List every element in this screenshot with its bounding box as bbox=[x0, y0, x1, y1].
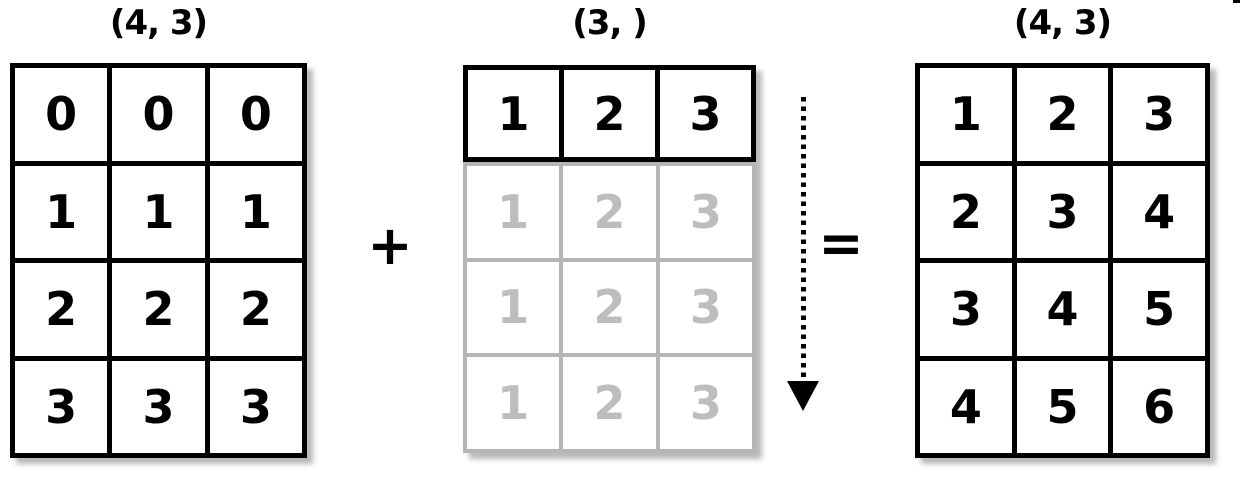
matrix-cell: 5 bbox=[1016, 360, 1109, 453]
matrix-cell: 2 bbox=[920, 165, 1012, 258]
matrix-cell: 1 bbox=[209, 165, 302, 258]
right-matrix: 1 2 3 2 3 4 3 4 5 4 5 6 bbox=[915, 63, 1210, 458]
matrix-cell: 1 bbox=[112, 165, 205, 258]
broadcast-cell: 1 bbox=[467, 357, 560, 449]
broadcast-cell: 2 bbox=[563, 261, 656, 354]
matrix-cell: 2 bbox=[1016, 68, 1109, 161]
matrix-cell: 0 bbox=[112, 68, 205, 161]
matrix-cell: 2 bbox=[564, 70, 655, 157]
matrix-cell: 3 bbox=[660, 70, 751, 157]
broadcast-cell: 3 bbox=[659, 166, 752, 258]
corner-artifact bbox=[1233, 0, 1240, 3]
left-matrix-shape-label: (4, 3) bbox=[109, 3, 208, 43]
matrix-cell: 3 bbox=[15, 360, 108, 453]
matrix-cell: 3 bbox=[112, 360, 205, 453]
left-matrix: 0 0 0 1 1 1 2 2 2 3 3 3 bbox=[10, 63, 307, 458]
matrix-cell: 3 bbox=[1016, 165, 1109, 258]
middle-matrix: 1 2 3 1 2 3 1 2 3 1 2 3 bbox=[463, 65, 756, 453]
broadcast-arrow-line bbox=[801, 97, 806, 383]
matrix-cell: 3 bbox=[209, 360, 302, 453]
broadcast-cell: 1 bbox=[467, 261, 560, 354]
matrix-cell: 2 bbox=[209, 263, 302, 356]
matrix-cell: 4 bbox=[1016, 263, 1109, 356]
right-matrix-shape-label: (4, 3) bbox=[1013, 3, 1112, 43]
matrix-cell: 2 bbox=[112, 263, 205, 356]
equals-operator: = bbox=[818, 211, 864, 275]
matrix-cell: 5 bbox=[1113, 263, 1205, 356]
broadcast-cell: 2 bbox=[563, 357, 656, 449]
middle-matrix-shape-label: (3, ) bbox=[572, 3, 648, 43]
broadcast-cell: 3 bbox=[659, 357, 752, 449]
arrow-down-icon bbox=[787, 381, 819, 411]
matrix-cell: 0 bbox=[209, 68, 302, 161]
matrix-cell: 1 bbox=[920, 68, 1012, 161]
broadcast-cell: 3 bbox=[659, 261, 752, 354]
matrix-cell: 2 bbox=[15, 263, 108, 356]
matrix-cell: 6 bbox=[1113, 360, 1205, 453]
matrix-cell: 1 bbox=[15, 165, 108, 258]
matrix-cell: 3 bbox=[1113, 68, 1205, 161]
plus-operator: + bbox=[367, 213, 413, 277]
matrix-cell: 4 bbox=[920, 360, 1012, 453]
matrix-cell: 4 bbox=[1113, 165, 1205, 258]
matrix-cell: 3 bbox=[920, 263, 1012, 356]
matrix-cell: 0 bbox=[15, 68, 108, 161]
matrix-cell: 1 bbox=[468, 70, 559, 157]
middle-matrix-solid-row: 1 2 3 bbox=[463, 65, 756, 162]
broadcast-cell: 1 bbox=[467, 166, 560, 258]
middle-matrix-broadcast-rows: 1 2 3 1 2 3 1 2 3 bbox=[463, 162, 756, 453]
broadcast-cell: 2 bbox=[563, 166, 656, 258]
